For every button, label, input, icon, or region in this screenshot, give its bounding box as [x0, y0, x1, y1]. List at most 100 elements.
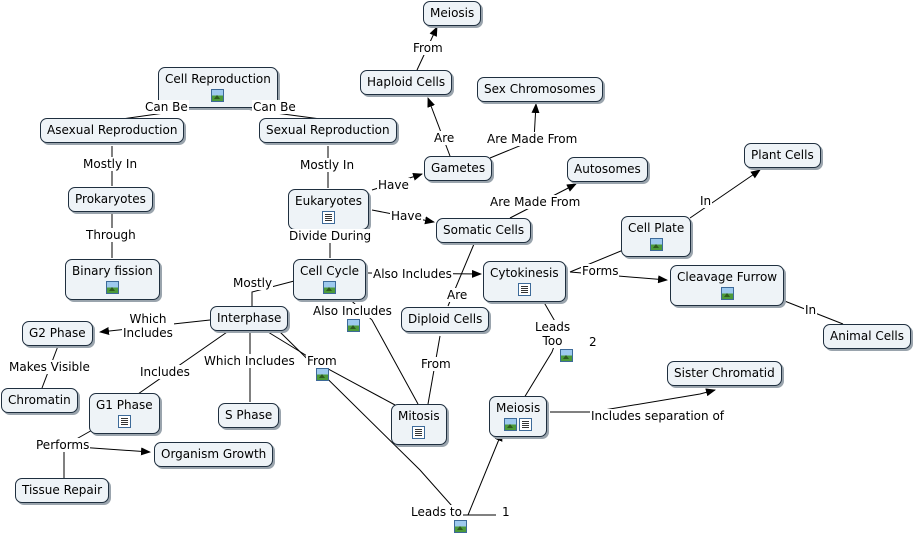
node-cell-cycle[interactable]: Cell Cycle [293, 259, 367, 300]
node-label: Sex Chromosomes [484, 82, 596, 96]
node-label: Somatic Cells [443, 223, 525, 237]
edge-interphase-g1 [137, 329, 231, 395]
link-label-mostly-in-euk: Mostly In [299, 158, 356, 172]
node-label: S Phase [225, 408, 273, 422]
node-diploid-cells[interactable]: Diploid Cells [401, 307, 490, 332]
node-cleavage-furrow[interactable]: Cleavage Furrow [670, 265, 785, 306]
node-label: Cell Plate [628, 221, 685, 235]
image-icon[interactable] [454, 520, 467, 533]
edge-cellplate-plant [689, 169, 761, 219]
link-label-from-haploid: From [412, 41, 444, 55]
node-label: Plant Cells [751, 148, 814, 162]
node-cell-plate[interactable]: Cell Plate [621, 216, 692, 257]
node-label: Meiosis [430, 6, 475, 20]
node-label: Tissue Repair [22, 483, 103, 497]
link-label-one: 1 [501, 505, 511, 519]
edge-gametes-haploid [427, 97, 451, 157]
node-label: Cell Reproduction [165, 72, 271, 86]
image-icon[interactable] [316, 368, 329, 381]
node-label: Gametes [431, 161, 486, 175]
node-sister-chromatid[interactable]: Sister Chromatid [667, 361, 782, 386]
node-label: Cytokinesis [490, 266, 559, 280]
node-chromatin[interactable]: Chromatin [1, 388, 78, 413]
document-icon[interactable] [517, 283, 531, 296]
node-interphase[interactable]: Interphase [210, 306, 289, 331]
node-label: Binary fission [72, 264, 153, 278]
node-icons [496, 418, 540, 433]
node-binary-fission[interactable]: Binary fission [65, 259, 160, 300]
node-g1-phase[interactable]: G1 Phase [89, 393, 160, 434]
document-icon[interactable] [322, 211, 335, 224]
link-label-which-includes-g2: Which Includes [122, 312, 174, 340]
document-icon[interactable] [412, 426, 426, 439]
node-icons [300, 281, 359, 296]
node-icons [72, 281, 153, 296]
node-gametes[interactable]: Gametes [424, 156, 493, 181]
node-label: Meiosis [496, 401, 541, 415]
link-label-from-mitosis: From [306, 354, 338, 368]
node-plant-cells[interactable]: Plant Cells [744, 143, 821, 168]
edge-interphase-leadsto [279, 331, 496, 516]
node-somatic-cells[interactable]: Somatic Cells [436, 218, 532, 243]
document-icon[interactable] [519, 418, 533, 431]
node-s-phase[interactable]: S Phase [218, 403, 280, 428]
node-asexual-reproduction[interactable]: Asexual Reproduction [40, 118, 185, 143]
edge-meiosis-sister [550, 388, 716, 413]
node-cytokinesis[interactable]: Cytokinesis [483, 261, 566, 302]
image-icon[interactable] [211, 89, 225, 102]
node-icons [398, 426, 440, 441]
node-tissue-repair[interactable]: Tissue Repair [15, 478, 110, 503]
image-icon[interactable] [504, 418, 518, 431]
link-label-in-plant: In [699, 194, 713, 208]
node-autosomes[interactable]: Autosomes [567, 157, 648, 182]
node-label: Mitosis [398, 409, 440, 423]
node-label: Haploid Cells [367, 75, 446, 89]
node-haploid-cells[interactable]: Haploid Cells [360, 70, 453, 95]
image-icon[interactable] [649, 238, 663, 251]
node-label: Cell Cycle [300, 264, 360, 278]
node-label: Asexual Reproduction [47, 123, 178, 137]
edge-cellcycle-mitosis [339, 289, 419, 405]
link-label-also-includes-cyto: Also Includes [372, 267, 453, 281]
node-label: Prokaryotes [75, 192, 146, 206]
link-label-can-be-asexual: Can Be [144, 100, 189, 114]
node-animal-cells[interactable]: Animal Cells [823, 324, 912, 349]
node-label: Diploid Cells [408, 312, 483, 326]
node-g2-phase[interactable]: G2 Phase [22, 321, 93, 346]
document-icon[interactable] [117, 415, 131, 428]
link-label-leads-too: Leads Too [534, 320, 572, 348]
link-label-includes-g1: Includes [139, 365, 191, 379]
link-label-mostly: Mostly [232, 276, 274, 290]
link-label-through: Through [85, 228, 137, 242]
node-label: Eukaryotes [295, 194, 362, 208]
node-label: Chromatin [8, 393, 71, 407]
node-meiosis-top[interactable]: Meiosis [423, 1, 482, 26]
node-prokaryotes[interactable]: Prokaryotes [68, 187, 153, 212]
node-icons [677, 287, 777, 302]
image-icon[interactable] [105, 281, 119, 294]
link-label-which-includes-s: Which Includes [203, 354, 296, 368]
link-label-includes-separation: Includes separation of [590, 409, 726, 423]
edge-interphase-mitosis [267, 331, 396, 406]
node-mitosis[interactable]: Mitosis [391, 404, 447, 445]
image-icon[interactable] [720, 287, 734, 300]
link-label-performs: Performs [35, 438, 91, 452]
node-organism-growth[interactable]: Organism Growth [154, 442, 274, 467]
image-icon[interactable] [323, 281, 337, 294]
node-label: G1 Phase [96, 398, 153, 412]
node-meiosis-bottom[interactable]: Meiosis [489, 396, 548, 437]
image-icon[interactable] [347, 319, 360, 332]
node-sexual-reproduction[interactable]: Sexual Reproduction [259, 118, 397, 143]
node-label: Sexual Reproduction [266, 123, 390, 137]
node-label: Cleavage Furrow [677, 270, 778, 284]
image-icon[interactable] [560, 349, 573, 362]
link-label-forms: Forms [581, 264, 620, 278]
edge-gametes-sexchrom [489, 103, 540, 159]
node-icons [628, 238, 684, 253]
node-eukaryotes[interactable]: Eukaryotes [288, 189, 369, 230]
node-icons [490, 283, 559, 298]
link-label-have-somatic: Have [390, 209, 423, 223]
link-label-makes-visible: Makes Visible [8, 360, 91, 374]
node-sex-chromosomes[interactable]: Sex Chromosomes [477, 77, 603, 102]
node-icons [165, 89, 271, 104]
